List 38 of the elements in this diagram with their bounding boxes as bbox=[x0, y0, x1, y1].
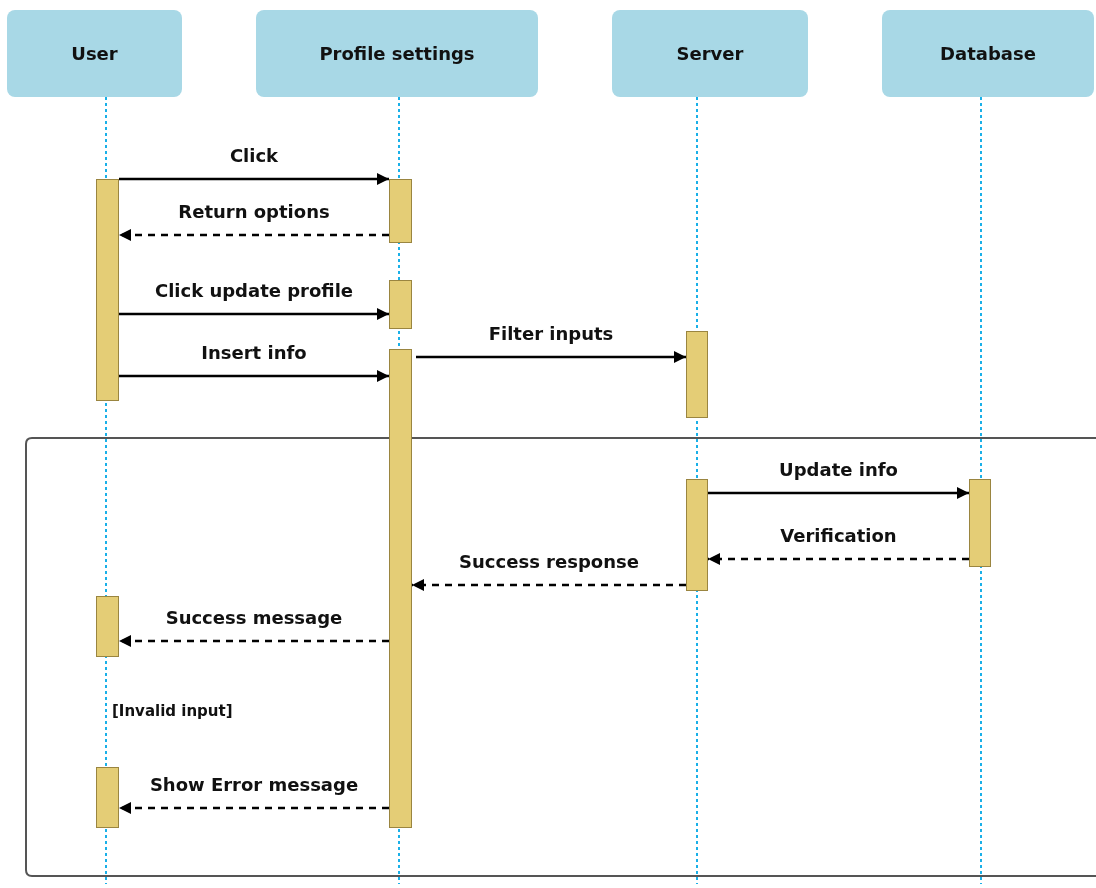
activation-bar bbox=[389, 179, 412, 243]
participant-box bbox=[882, 10, 1094, 97]
activation-bar bbox=[96, 767, 119, 828]
guard-condition: [Invalid input] bbox=[112, 702, 233, 720]
return-arrow bbox=[412, 579, 686, 591]
message-label: Success response bbox=[459, 551, 639, 572]
message-label: Click bbox=[229, 145, 279, 166]
activation-bar bbox=[389, 280, 412, 329]
activation-bar bbox=[969, 479, 991, 567]
message-arrow bbox=[119, 308, 389, 320]
return-arrow bbox=[708, 553, 969, 565]
activation-bar bbox=[389, 349, 412, 828]
participant-name: User bbox=[71, 43, 118, 64]
activation-bar bbox=[686, 479, 708, 591]
message-label: Success message bbox=[165, 607, 343, 628]
return-arrow bbox=[119, 635, 389, 647]
activation-bar bbox=[96, 596, 119, 657]
participant-name: Database bbox=[940, 43, 1036, 64]
message-arrow bbox=[708, 487, 969, 499]
message-arrow bbox=[416, 351, 686, 363]
message-label: Click update profile bbox=[154, 280, 354, 301]
message-arrow bbox=[119, 173, 389, 185]
message-arrow bbox=[119, 370, 389, 382]
message-label: Verification bbox=[780, 525, 897, 546]
message-label: Insert info bbox=[201, 342, 307, 363]
return-arrow bbox=[119, 802, 389, 814]
participant-name: Profile settings bbox=[319, 43, 475, 64]
message-label: Filter inputs bbox=[488, 323, 614, 344]
message-label: Update info bbox=[779, 459, 898, 480]
participant-box bbox=[7, 10, 182, 97]
activation-bar bbox=[96, 179, 119, 401]
participant-box bbox=[612, 10, 808, 97]
return-arrow bbox=[119, 229, 389, 241]
message-label: Return options bbox=[178, 201, 330, 222]
participant-name: Server bbox=[676, 43, 744, 64]
activation-bar bbox=[686, 331, 708, 418]
participant-box bbox=[256, 10, 538, 97]
message-label: Show Error message bbox=[149, 774, 359, 795]
